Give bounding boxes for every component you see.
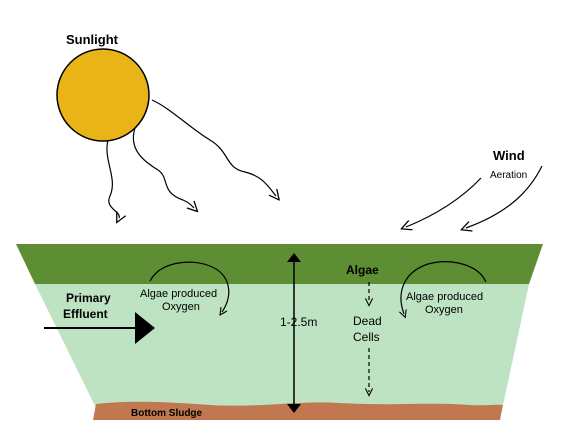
aeration-label: Aeration [490, 170, 527, 181]
algae-label: Algae [346, 263, 379, 277]
oxygen-cycle-left [149, 261, 230, 312]
depth-arrow-top [287, 253, 301, 262]
sun-ray-3 [151, 99, 276, 196]
bottom-sludge-label: Bottom Sludge [131, 408, 203, 419]
primary-label: Primary [66, 291, 111, 305]
dead-label: Dead [353, 314, 382, 328]
algae-produced-left-label: Algae produced [140, 288, 217, 300]
oxygen-right-label: Oxygen [425, 304, 463, 316]
sun-ray-1 [106, 139, 119, 218]
wind-arrow-1 [406, 177, 482, 227]
wind-arrow-2 [466, 165, 543, 228]
oxygen-cycle-right [401, 261, 487, 314]
depth-label: 1-2.5m [280, 315, 317, 329]
cells-label: Cells [353, 330, 380, 344]
bottom-sludge [93, 401, 503, 420]
sun-icon [56, 48, 150, 142]
effluent-arrow-head [135, 312, 155, 344]
wind-label: Wind [493, 148, 525, 163]
sunlight-label: Sunlight [66, 32, 119, 47]
sun-ray-2 [132, 127, 194, 208]
algae-produced-right-label: Algae produced [406, 291, 483, 303]
oxygen-left-label: Oxygen [162, 301, 200, 313]
effluent-label: Effluent [63, 307, 108, 321]
depth-arrow-bottom [287, 404, 301, 413]
